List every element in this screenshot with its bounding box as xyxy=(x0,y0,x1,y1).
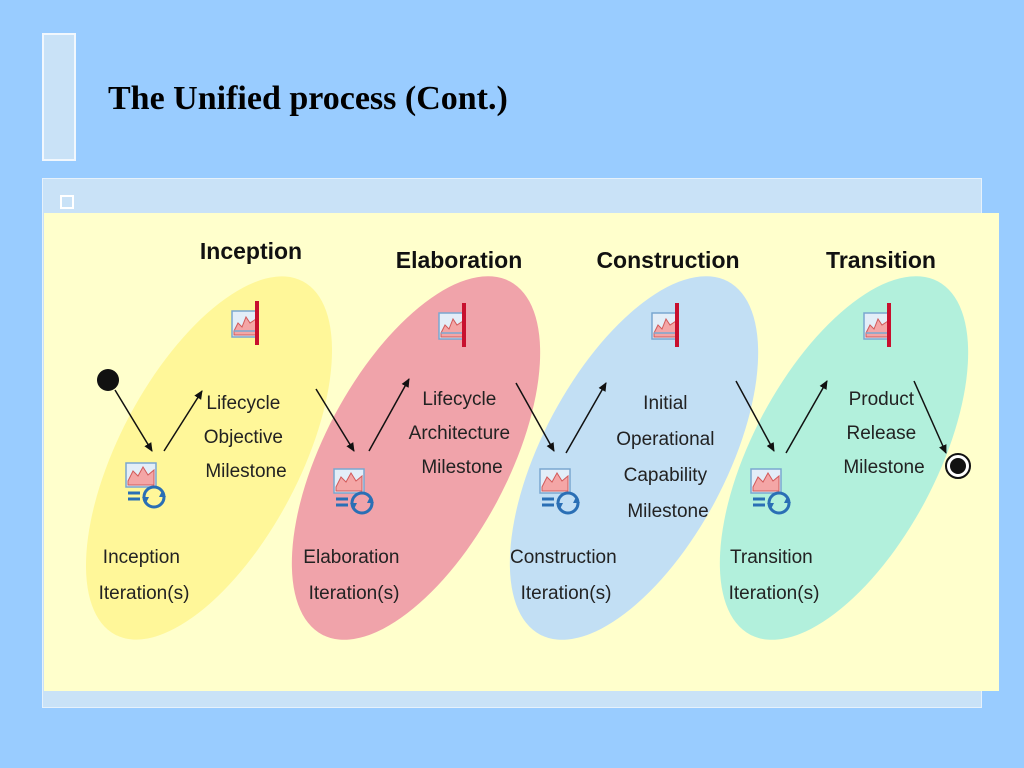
end-node-icon xyxy=(945,453,971,479)
flow-arrow xyxy=(315,388,355,452)
title-accent-bar xyxy=(42,33,76,161)
flow-arrow xyxy=(163,390,203,452)
unified-process-diagram: Inception Elaboration Construction Trans… xyxy=(44,213,999,691)
milestone-chart-icon xyxy=(863,303,891,347)
bullet-icon xyxy=(60,195,74,209)
phase-inception-region xyxy=(85,276,333,640)
flow-arrow xyxy=(565,382,607,454)
iteration-label-construction: Construction Iteration(s) xyxy=(510,547,622,604)
iteration-label-transition: Transition Iteration(s) xyxy=(729,547,820,604)
iteration-label-elaboration: Elaboration Iteration(s) xyxy=(303,547,404,604)
phase-transition-region xyxy=(719,276,969,640)
phase-title-elaboration: Elaboration xyxy=(396,247,523,273)
phase-construction-region xyxy=(509,276,759,640)
flow-arrow xyxy=(515,382,555,452)
phase-title-inception: Inception xyxy=(200,238,302,264)
diagram-canvas: Inception Elaboration Construction Trans… xyxy=(85,238,971,640)
flow-arrow xyxy=(735,380,775,452)
milestone-chart-icon xyxy=(651,303,679,347)
milestone-chart-icon xyxy=(438,303,466,347)
phase-title-construction: Construction xyxy=(596,247,739,273)
flow-arrow xyxy=(913,380,947,454)
iteration-label-inception: Inception Iteration(s) xyxy=(99,547,190,604)
milestone-label-inception: Lifecycle Objective Milestone xyxy=(204,393,288,482)
start-node-icon xyxy=(97,369,119,391)
flow-arrow xyxy=(785,380,828,454)
milestone-label-construction: Initial Operational Capability Milestone xyxy=(616,393,720,522)
milestone-chart-icon xyxy=(231,301,259,345)
slide-title: The Unified process (Cont.) xyxy=(108,80,508,117)
flow-arrow xyxy=(368,378,410,452)
milestone-label-transition: Product Release Milestone xyxy=(843,389,924,478)
phase-title-transition: Transition xyxy=(826,247,936,273)
milestone-label-elaboration: Lifecycle Architecture Milestone xyxy=(409,389,516,478)
phase-elaboration-region xyxy=(291,276,541,640)
flow-arrow xyxy=(114,389,153,452)
